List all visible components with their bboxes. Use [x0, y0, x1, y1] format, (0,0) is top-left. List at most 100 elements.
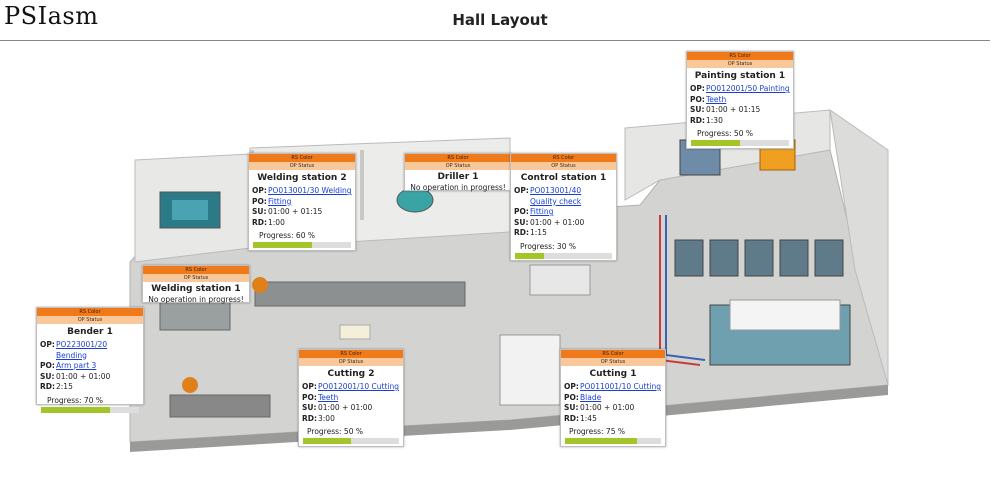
- progress-text: Progress: 70 %: [47, 395, 103, 405]
- no-operation-message: No operation in progress!: [410, 183, 506, 192]
- station-panel-painting-station-1[interactable]: RS Color OP Status Painting station 1 OP…: [686, 51, 794, 149]
- su-label: SU:: [564, 403, 579, 412]
- rd-value: 1:00: [268, 217, 285, 227]
- rd-value: 1:45: [580, 413, 597, 423]
- progress-bar: [565, 438, 661, 444]
- station-name: Control station 1: [520, 173, 607, 183]
- rd-value: 2:15: [56, 382, 73, 391]
- op-status-bar: OP Status: [37, 316, 143, 324]
- progress-fill: [303, 438, 351, 444]
- su-value: 01:00 + 01:00: [318, 403, 373, 412]
- rd-label: RD:: [40, 382, 55, 391]
- op-status-bar: OP Status: [561, 358, 665, 366]
- op-status-bar: OP Status: [687, 60, 793, 68]
- rs-color-bar: RS Color: [405, 154, 511, 162]
- su-label: SU:: [690, 105, 705, 114]
- painting-booth-2: [709, 239, 739, 277]
- room-divider-1: [360, 150, 364, 220]
- station-name: Welding station 1: [151, 284, 241, 294]
- progress-fill: [515, 252, 545, 259]
- su-label: SU:: [252, 207, 267, 216]
- station-panel-driller-1[interactable]: RS Color OP Status Driller 1 No operatio…: [404, 153, 512, 192]
- painting-oven-top: [729, 299, 841, 331]
- station-panel-welding-station-1[interactable]: RS Color OP Status Welding station 1 No …: [142, 265, 250, 304]
- control-lab-benches: [529, 264, 591, 296]
- progress-fill: [41, 406, 110, 413]
- su-label: SU:: [514, 217, 529, 227]
- po-link[interactable]: Fitting: [530, 207, 554, 216]
- rd-label: RD:: [564, 413, 579, 423]
- rd-label: RD:: [690, 115, 705, 125]
- hall-side-wall-right: [829, 108, 889, 386]
- su-value: 01:00 + 01:00: [56, 371, 111, 381]
- op-label: OP:: [564, 382, 579, 391]
- station-panel-welding-station-2[interactable]: RS Color OP Status Welding station 2 OP:…: [248, 153, 356, 251]
- progress-fill: [691, 140, 740, 146]
- op-link[interactable]: PO013001/30 Welding: [268, 186, 352, 195]
- po-label: PO:: [564, 392, 579, 402]
- op-status-bar: OP Status: [299, 358, 403, 366]
- po-link[interactable]: Arm part 3: [56, 361, 97, 370]
- su-label: SU:: [302, 403, 317, 412]
- station-panel-control-station-1[interactable]: RS Color OP Status Control station 1 OP:…: [510, 153, 617, 261]
- rs-color-bar: RS Color: [249, 154, 355, 162]
- progress-fill: [253, 242, 312, 248]
- po-label: PO:: [302, 392, 317, 402]
- po-link[interactable]: Teeth: [706, 94, 727, 104]
- op-status-bar: OP Status: [511, 162, 616, 170]
- progress-bar: [253, 242, 351, 248]
- washing-pool-inner: [172, 200, 208, 220]
- painting-booth-3: [744, 239, 774, 277]
- rd-label: RD:: [514, 228, 529, 237]
- progress-bar: [303, 438, 399, 444]
- page-title: Hall Layout: [452, 11, 548, 29]
- po-link[interactable]: Fitting: [268, 196, 292, 206]
- station-name: Painting station 1: [694, 71, 786, 81]
- progress-bar: [515, 252, 612, 259]
- storage-rack: [499, 334, 561, 406]
- op-link[interactable]: PO012001/50 Painting: [706, 84, 790, 93]
- progress-text: Progress: 50 %: [307, 427, 363, 436]
- su-value: 01:00 + 01:15: [706, 105, 761, 114]
- rd-label: RD:: [252, 217, 267, 227]
- progress-bar: [691, 140, 789, 146]
- po-link[interactable]: Teeth: [318, 392, 339, 402]
- progress-text: Progress: 30 %: [520, 241, 576, 251]
- rd-value: 3:00: [318, 413, 335, 423]
- op-label: OP:: [252, 186, 267, 195]
- op-status-bar: OP Status: [143, 274, 249, 282]
- conveyor-line-2: [159, 299, 231, 331]
- su-value: 01:00 + 01:00: [580, 403, 635, 412]
- rs-color-bar: RS Color: [143, 266, 249, 274]
- op-link[interactable]: PO012001/10 Cutting: [318, 382, 399, 391]
- op-status-bar: OP Status: [249, 162, 355, 170]
- op-link[interactable]: PO223001/20 Bending: [56, 340, 108, 360]
- rd-value: 1:15: [530, 228, 547, 237]
- station-panel-cutting-1[interactable]: RS Color OP Status Cutting 1 OP:PO011001…: [560, 349, 666, 447]
- op-label: OP:: [690, 84, 705, 93]
- painting-booth-4: [779, 239, 809, 277]
- progress-text: Progress: 60 %: [259, 231, 315, 240]
- op-label: OP:: [514, 186, 529, 195]
- su-value: 01:00 + 01:15: [268, 207, 323, 216]
- station-panel-bender-1[interactable]: RS Color OP Status Bender 1 OP:PO223001/…: [36, 307, 144, 413]
- station-name: Welding station 2: [257, 173, 347, 183]
- header-divider: [0, 40, 990, 41]
- station-panel-cutting-2[interactable]: RS Color OP Status Cutting 2 OP:PO012001…: [298, 349, 404, 447]
- op-link[interactable]: PO011001/10 Cutting: [580, 382, 661, 391]
- rs-color-bar: RS Color: [511, 154, 616, 162]
- op-link[interactable]: PO013001/40 Quality check: [530, 186, 582, 206]
- station-name: Driller 1: [437, 172, 479, 182]
- su-value: 01:00 + 01:00: [530, 217, 585, 227]
- robot-arm-2: [182, 377, 198, 393]
- rs-color-bar: RS Color: [561, 350, 665, 358]
- progress-fill: [565, 438, 637, 444]
- progress-bar: [41, 406, 139, 413]
- progress-text: Progress: 75 %: [569, 427, 625, 436]
- op-status-bar: OP Status: [405, 162, 511, 170]
- po-link[interactable]: Blade: [580, 392, 602, 402]
- op-label: OP:: [302, 382, 317, 391]
- rd-value: 1:30: [706, 115, 723, 125]
- robot-arm-1: [252, 277, 268, 293]
- po-label: PO:: [690, 94, 705, 104]
